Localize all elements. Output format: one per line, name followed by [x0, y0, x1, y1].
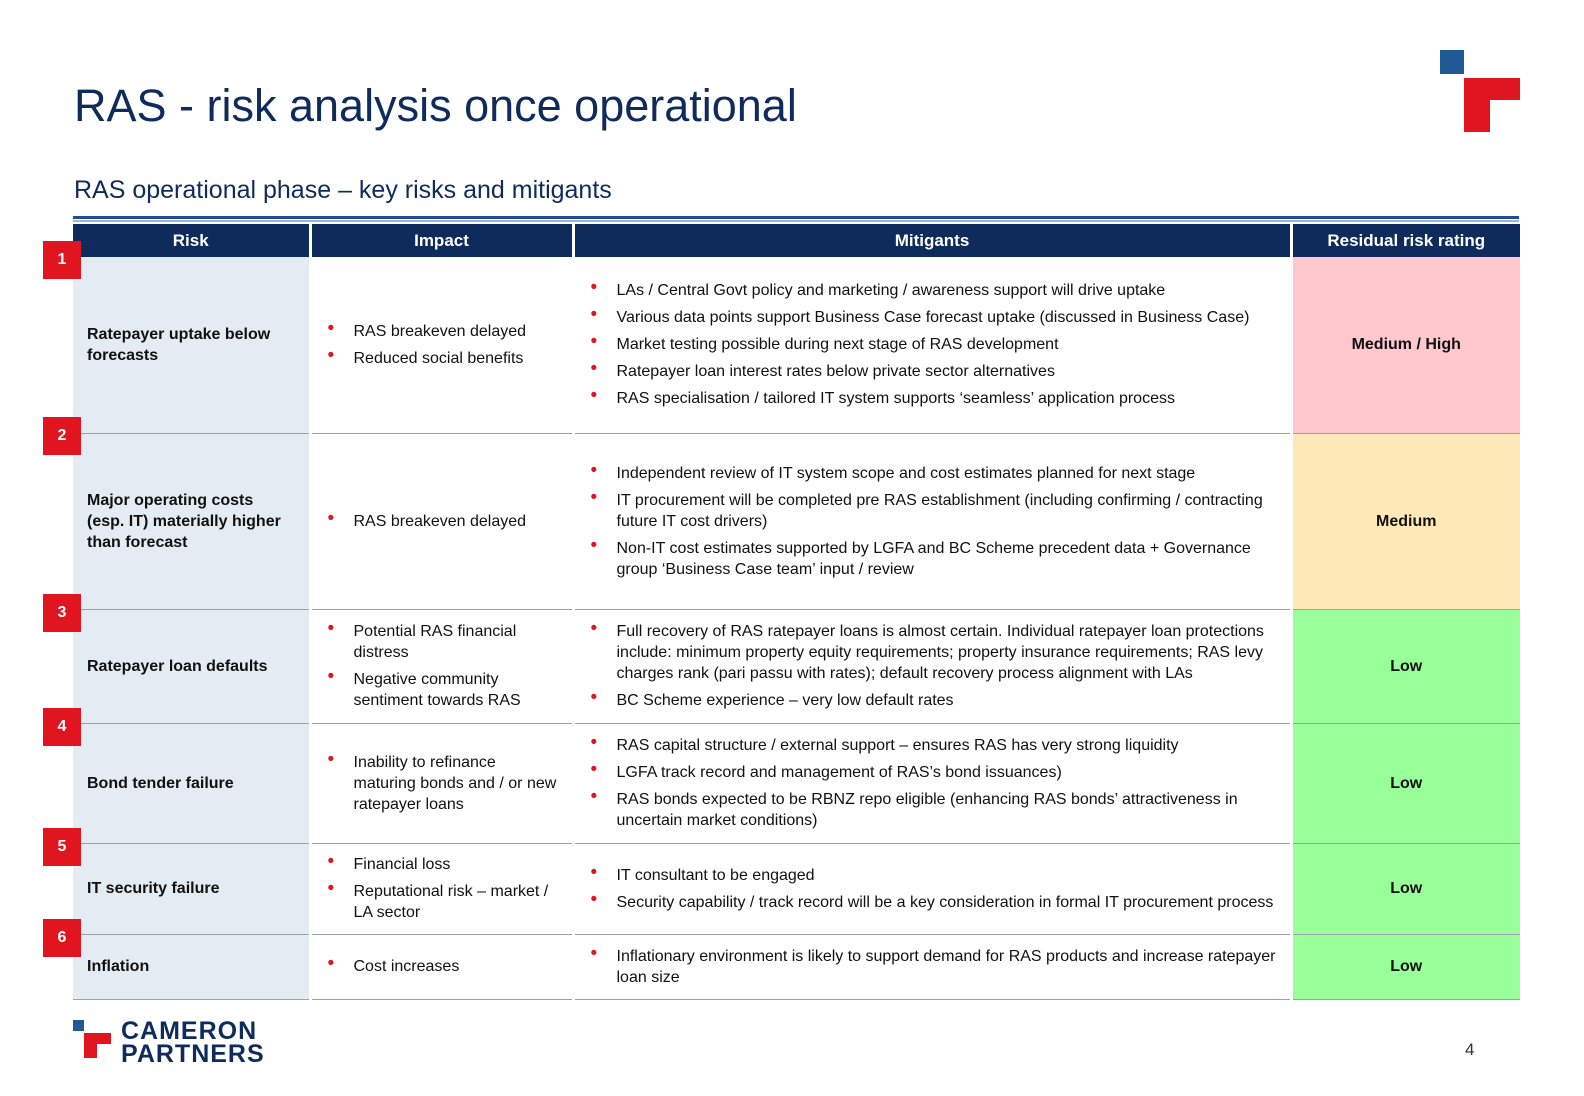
mitigant-item: Non-IT cost estimates supported by LGFA … [589, 535, 1276, 580]
header-residual-risk-rating: Residual risk rating [1289, 224, 1520, 257]
residual-risk-rating: Medium / High [1289, 257, 1520, 434]
mitigant-item: LAs / Central Govt policy and marketing … [589, 277, 1276, 301]
residual-risk-rating: Low [1289, 723, 1520, 844]
header-mitigants: Mitigants [571, 224, 1291, 257]
risk-number-badge: 5 [43, 828, 81, 866]
table-header-row: Risk Impact Mitigants Residual risk rati… [73, 224, 1520, 257]
impact-item: Cost increases [326, 953, 558, 977]
brand-mark-icon [73, 1020, 111, 1058]
residual-risk-rating: Medium [1289, 433, 1520, 610]
risk-cell: Ratepayer loan defaults [73, 609, 310, 724]
mitigants-cell: Inflationary environment is likely to su… [571, 934, 1291, 1000]
risk-cell: Ratepayer uptake below forecasts [73, 257, 310, 434]
risk-label: Bond tender failure [87, 774, 234, 792]
impact-cell: RAS breakeven delayed [308, 433, 573, 610]
page-number: 4 [1465, 1040, 1475, 1059]
mitigant-item: Ratepayer loan interest rates below priv… [589, 358, 1276, 382]
risk-number-badge: 4 [43, 708, 81, 746]
header-impact: Impact [308, 224, 573, 257]
mitigant-item: Full recovery of RAS ratepayer loans is … [589, 618, 1276, 684]
impact-cell: RAS breakeven delayedReduced social bene… [308, 257, 573, 434]
mitigants-cell: RAS capital structure / external support… [571, 723, 1291, 844]
mitigants-cell: LAs / Central Govt policy and marketing … [571, 257, 1291, 434]
impact-item: Negative community sentiment towards RAS [326, 666, 558, 711]
impact-cell: Potential RAS financial distressNegative… [308, 609, 573, 724]
table-row: Major operating costs (esp. IT) material… [73, 433, 1520, 610]
impact-item: Inability to refinance maturing bonds an… [326, 749, 558, 815]
mitigant-item: RAS capital structure / external support… [589, 732, 1276, 756]
cameron-partners-logo-icon [1440, 50, 1520, 132]
risk-cell: Inflation [73, 934, 310, 1000]
risk-cell: IT security failure [73, 843, 310, 935]
risk-number-badge: 6 [43, 919, 81, 957]
mitigant-item: IT procurement will be completed pre RAS… [589, 487, 1276, 532]
impact-item: Potential RAS financial distress [326, 618, 558, 663]
risk-label: Ratepayer loan defaults [87, 657, 268, 675]
risk-cell: Bond tender failure [73, 723, 310, 844]
impact-cell: Inability to refinance maturing bonds an… [308, 723, 573, 844]
impact-item: Financial loss [326, 851, 558, 875]
header-risk: Risk [73, 224, 310, 257]
mitigant-item: RAS bonds expected to be RBNZ repo eligi… [589, 786, 1276, 831]
mitigant-item: Inflationary environment is likely to su… [589, 943, 1276, 988]
risk-number-badge: 2 [43, 417, 81, 455]
residual-risk-rating: Low [1289, 934, 1520, 1000]
mitigants-cell: IT consultant to be engagedSecurity capa… [571, 843, 1291, 935]
residual-risk-rating: Low [1289, 609, 1520, 724]
risk-cell: Major operating costs (esp. IT) material… [73, 433, 310, 610]
mitigant-item: LGFA track record and management of RAS’… [589, 759, 1276, 783]
table-row: Ratepayer loan defaults Potential RAS fin… [73, 609, 1520, 724]
impact-item: RAS breakeven delayed [326, 508, 558, 532]
mitigant-item: Independent review of IT system scope an… [589, 460, 1276, 484]
impact-cell: Financial lossReputational risk – market… [308, 843, 573, 935]
risk-label: Ratepayer uptake below forecasts [87, 325, 271, 364]
risk-label: Major operating costs (esp. IT) material… [87, 491, 281, 551]
risk-label: IT security failure [87, 880, 220, 897]
slide-subtitle: RAS operational phase – key risks and mi… [74, 176, 612, 204]
header-rule [73, 216, 1519, 219]
impact-item: RAS breakeven delayed [326, 318, 558, 342]
mitigant-item: Market testing possible during next stag… [589, 331, 1276, 355]
mitigant-item: Security capability / track record will … [589, 889, 1276, 913]
mitigant-item: BC Scheme experience – very low default … [589, 687, 1276, 711]
impact-item: Reputational risk – market / LA sector [326, 878, 558, 923]
mitigant-item: Various data points support Business Cas… [589, 304, 1276, 328]
impact-cell: Cost increases [308, 934, 573, 1000]
brand-name-line1: CAMERON [121, 1017, 258, 1045]
mitigants-cell: Independent review of IT system scope an… [571, 433, 1291, 610]
table-row: IT security failure Financial lossReputat… [73, 843, 1520, 935]
impact-item: Reduced social benefits [326, 345, 558, 369]
table-row: Bond tender failure Inability to refinanc… [73, 723, 1520, 844]
risk-number-badge: 1 [43, 241, 81, 279]
header-rule-light [73, 220, 1519, 222]
slide-title: RAS - risk analysis once operational [74, 80, 797, 131]
risk-label: Inflation [87, 958, 150, 975]
table-row: Ratepayer uptake below forecasts RAS brea… [73, 257, 1520, 434]
brand-footer: CAMERON PARTNERS [73, 1017, 265, 1068]
mitigants-cell: Full recovery of RAS ratepayer loans is … [571, 609, 1291, 724]
residual-risk-rating: Low [1289, 843, 1520, 935]
risk-table: Risk Impact Mitigants Residual risk rati… [73, 224, 1520, 1000]
mitigant-item: RAS specialisation / tailored IT system … [589, 385, 1276, 409]
table-row: Inflation Cost increases Inflationary envi… [73, 934, 1520, 1000]
risk-number-badge: 3 [43, 594, 81, 632]
brand-name-line2: PARTNERS [121, 1040, 265, 1068]
mitigant-item: IT consultant to be engaged [589, 862, 1276, 886]
